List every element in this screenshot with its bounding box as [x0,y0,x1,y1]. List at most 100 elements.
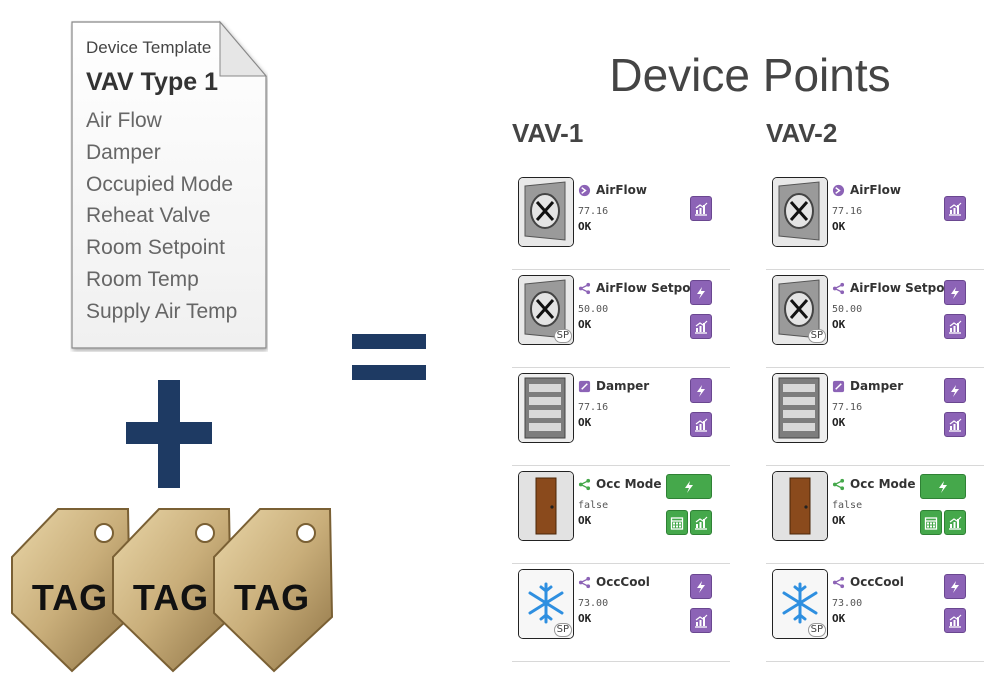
tag-icon [213,508,334,673]
point-name-text: AirFlow [596,183,647,197]
point-value: 73.00 [578,598,609,609]
lightning-button[interactable] [920,474,966,499]
chart-icon [949,320,962,334]
tag: TAG [6,505,134,673]
point-name[interactable]: OccCool [578,575,650,589]
point-value: false [578,500,609,511]
point-value: 77.16 [578,206,609,217]
point-name[interactable]: OccCool [832,575,904,589]
point-name[interactable]: AirFlow Setpoint [578,281,709,295]
chart-icon [949,516,962,530]
point-status: OK [832,514,846,527]
point-status: OK [578,416,592,429]
document-icon [71,20,268,349]
point-status: OK [578,318,592,331]
chart-icon [695,614,708,628]
lightning-button[interactable] [944,280,966,305]
fan-icon: SP [772,275,828,345]
chart-icon [695,418,708,432]
point-name[interactable]: Occ Mode [832,477,916,491]
template-point: Reheat Valve [86,204,211,228]
chart-button[interactable] [690,510,712,535]
fan-icon [772,177,828,247]
equals-icon [352,334,426,380]
chart-button[interactable] [690,412,712,437]
setpoint-badge: SP [807,623,826,637]
damper-icon [518,373,574,443]
point-status: OK [832,416,846,429]
lightning-icon [951,580,959,593]
airflow-sensor-icon [578,184,591,197]
point-value: 77.16 [578,402,609,413]
point-status: OK [832,318,846,331]
template-point: Occupied Mode [86,172,234,196]
chart-icon [695,202,708,216]
lightning-button[interactable] [690,574,712,599]
template-point: Damper [86,140,161,164]
chart-button[interactable] [690,314,712,339]
calendar-button[interactable] [666,510,688,535]
chart-button[interactable] [944,314,966,339]
share-icon [832,478,845,491]
device-template-document: Device Template VAV Type 1 Air Flow Damp… [70,20,268,350]
chart-icon [695,320,708,334]
point-name[interactable]: AirFlow [578,183,647,197]
point-name[interactable]: Occ Mode [578,477,662,491]
point-name[interactable]: AirFlow [832,183,901,197]
chart-icon [949,614,962,628]
lightning-icon [951,286,959,299]
point-status: OK [578,514,592,527]
point-name-text: Damper [596,379,650,393]
lightning-button[interactable] [944,574,966,599]
airflow-sensor-icon [832,184,845,197]
point-name[interactable]: Damper [578,379,649,393]
calendar-icon [670,516,684,530]
template-point: Supply Air Temp [86,299,238,323]
template-point: Room Temp [86,267,199,291]
chart-button[interactable] [944,510,966,535]
lightning-icon [939,480,947,493]
point-name-text: AirFlow [850,183,901,197]
lightning-button[interactable] [690,378,712,403]
chart-button[interactable] [690,608,712,633]
lightning-icon [685,480,693,493]
tag: TAG [107,505,235,673]
lightning-button[interactable] [690,280,712,305]
point-name-text: Occ Mode [596,477,662,491]
setpoint-badge: SP [553,623,572,637]
point-status: OK [832,220,846,233]
chart-button[interactable] [944,608,966,633]
fan-icon [518,177,574,247]
tag-label: TAG [233,577,311,618]
lightning-icon [697,384,705,397]
template-point: Room Setpoint [86,236,225,260]
point-value: 77.16 [832,206,863,217]
door-icon [518,471,574,541]
share-icon [832,576,845,589]
tag-icon [112,508,233,673]
point-name[interactable]: Damper [832,379,903,393]
calendar-button[interactable] [920,510,942,535]
writable-point-icon [832,380,845,393]
template-point-list: Air Flow Damper Occupied Mode Reheat Val… [86,105,237,328]
lightning-button[interactable] [944,378,966,403]
chart-button[interactable] [944,412,966,437]
template-header: Device Template [86,38,212,57]
device-name: VAV-2 [766,118,838,148]
share-icon [578,282,591,295]
calendar-icon [924,516,938,530]
tag-group: TAG TAG TAG [0,505,340,675]
point-name[interactable]: AirFlow Setpoint [832,281,963,295]
tag-label: TAG [132,577,210,618]
lightning-button[interactable] [666,474,712,499]
setpoint-badge: SP [807,329,826,343]
chart-button[interactable] [944,196,966,221]
chart-button[interactable] [690,196,712,221]
chart-icon [949,418,962,432]
